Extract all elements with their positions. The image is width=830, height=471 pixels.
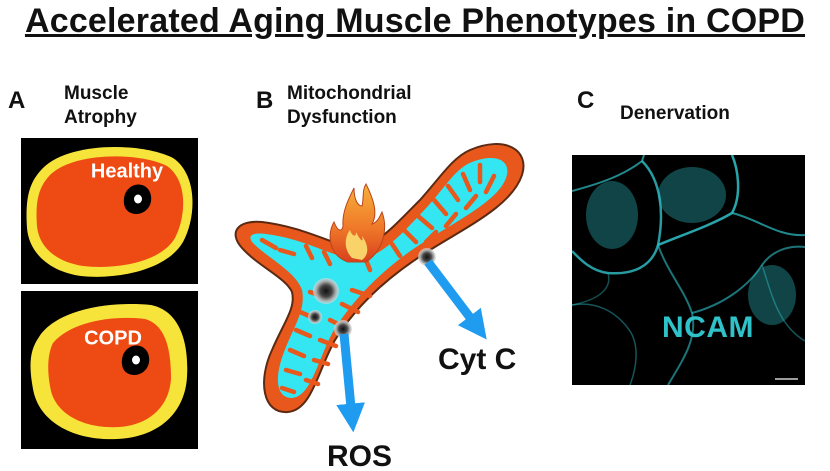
panel-c-heading: Denervation bbox=[620, 103, 730, 124]
fiber-outline-5 bbox=[657, 244, 695, 385]
figure-title: Accelerated Aging Muscle Phenotypes in C… bbox=[24, 2, 806, 40]
fiber-outline-9 bbox=[572, 272, 610, 306]
panel-a-letter: A bbox=[8, 87, 26, 114]
fiber-outline-7 bbox=[572, 303, 637, 385]
cytc-label: Cyt C bbox=[438, 343, 516, 376]
panel-b-heading: Mitochondrial Dysfunction bbox=[287, 82, 412, 130]
fiber-outline-2 bbox=[572, 160, 663, 275]
healthy-muscle-panel: Healthy bbox=[21, 138, 198, 284]
healthy-bone-center bbox=[134, 194, 142, 204]
ncam-micrograph: NCAM bbox=[572, 155, 805, 385]
copd-label: COPD bbox=[84, 327, 142, 350]
fiber-outline-4 bbox=[731, 212, 805, 237]
fiber-outline-6 bbox=[691, 245, 805, 314]
healthy-muscle-tissue bbox=[36, 156, 184, 267]
membrane-damage-hole-small bbox=[308, 310, 322, 324]
fire-icon bbox=[329, 183, 386, 263]
mito-matrix bbox=[250, 157, 508, 398]
panel-a-heading: Muscle Atrophy bbox=[64, 82, 137, 130]
ros-release-arrow bbox=[336, 333, 365, 433]
ncam-stain-label: NCAM bbox=[662, 311, 754, 344]
fiber-outline-8 bbox=[761, 264, 805, 342]
membrane-damage-hole-large bbox=[313, 278, 339, 304]
mito-cristae bbox=[259, 162, 497, 395]
panel-c-letter: C bbox=[577, 87, 595, 114]
panel-a-heading-line1: Muscle bbox=[64, 83, 129, 104]
panel-b-letter: B bbox=[256, 87, 274, 114]
panel-b-heading-line2: Dysfunction bbox=[287, 107, 397, 128]
healthy-muscle-cross-section bbox=[26, 147, 193, 277]
copd-muscle-tissue bbox=[48, 317, 171, 428]
membrane-damage-hole-ros bbox=[334, 320, 352, 338]
copd-bone-center bbox=[132, 355, 140, 365]
fiber-outline-3 bbox=[657, 155, 740, 247]
ros-label: ROS bbox=[327, 440, 392, 471]
ncam-diffuse-staining bbox=[586, 167, 796, 325]
copd-muscle-panel: COPD bbox=[21, 291, 198, 449]
healthy-label: Healthy bbox=[90, 160, 164, 183]
ncam-fiber-outlines bbox=[572, 155, 805, 385]
copd-muscle-cross-section bbox=[30, 304, 188, 440]
cytc-release-arrow bbox=[424, 259, 487, 340]
fiber-outline-1 bbox=[572, 155, 645, 192]
panel-a-heading-line2: Atrophy bbox=[64, 107, 137, 128]
panel-b-heading-line1: Mitochondrial bbox=[287, 83, 412, 104]
